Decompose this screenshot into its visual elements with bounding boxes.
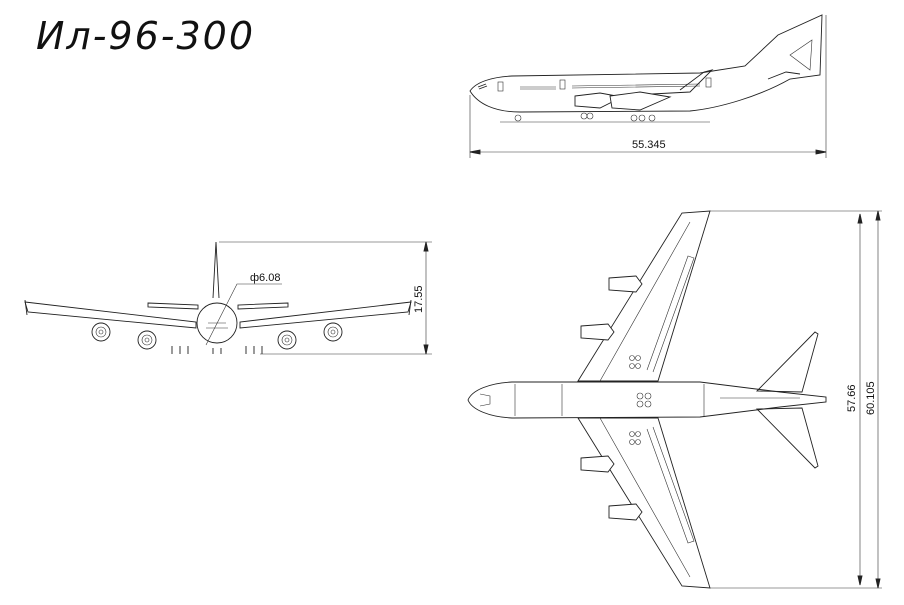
side-view: 55.345 (469, 14, 827, 158)
front-view: ф6.08 17.55 (24, 241, 432, 355)
top-view: 57.66 60.105 (467, 210, 882, 589)
top-engines (580, 275, 643, 521)
drawing-title: Ил-96-300 (36, 14, 256, 58)
overall-span-dimension: 60.105 (865, 381, 877, 415)
front-engines (91, 322, 343, 350)
wingspan-dimension: 57.66 (846, 384, 858, 412)
height-dimension: 17.55 (413, 285, 425, 313)
fuselage-diameter-label: ф6.08 (250, 272, 280, 284)
length-dimension: 55.345 (632, 139, 666, 151)
